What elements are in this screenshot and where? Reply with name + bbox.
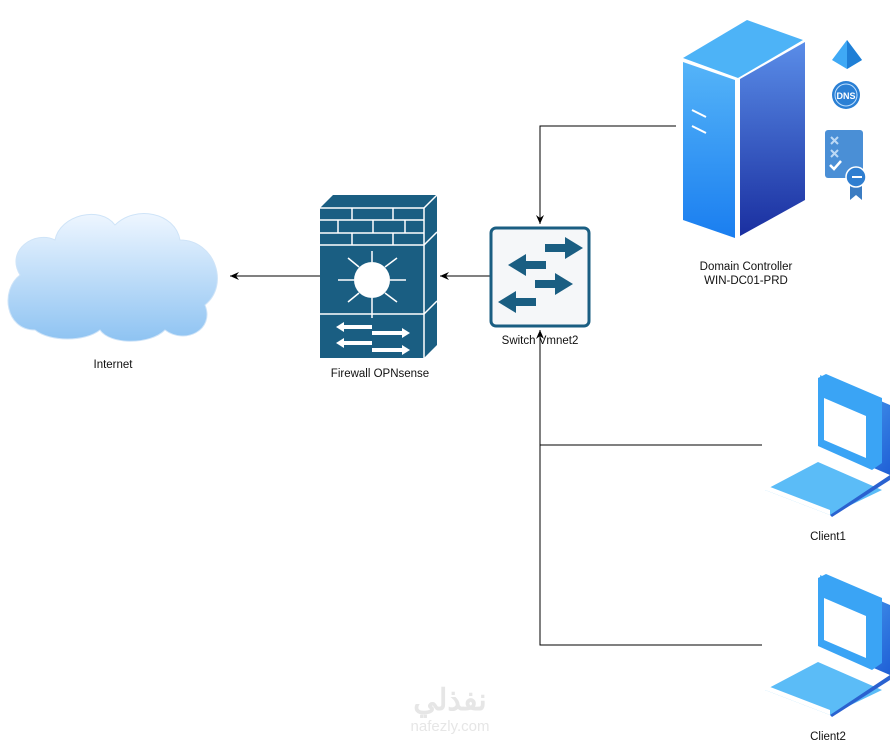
edge-client2-to-switch: [539, 445, 762, 646]
firewall-icon[interactable]: [320, 194, 438, 358]
dns-icon: DNS: [832, 81, 860, 109]
firewall-label: Firewall OPNsense: [330, 368, 430, 380]
laptop-icon-client1[interactable]: [765, 374, 890, 517]
watermark: نفذلي nafezly.com: [411, 684, 490, 736]
dc-label-line2: WIN-DC01-PRD: [704, 275, 788, 287]
edge-dc-to-switch: [536, 125, 676, 224]
certificate-icon: [825, 130, 867, 200]
watermark-latin: nafezly.com: [410, 718, 490, 735]
watermark-arabic: نفذلي: [413, 684, 487, 717]
domain-controller-label: Domain Controller WIN-DC01-PRD: [700, 260, 793, 288]
dc-label-line1: Domain Controller: [699, 261, 793, 273]
internet-label: Internet: [93, 359, 133, 371]
server-icon[interactable]: [683, 20, 805, 238]
client1-label: Client1: [810, 531, 846, 543]
active-directory-icon: [832, 40, 862, 69]
client2-label: Client2: [810, 731, 846, 743]
switch-icon[interactable]: [489, 226, 591, 328]
dns-badge-text: DNS: [836, 91, 855, 101]
switch-label: Switch Vmnet2: [501, 335, 579, 347]
edges: [230, 125, 762, 646]
laptop-icon-client2[interactable]: [765, 574, 890, 717]
cloud-icon[interactable]: [7, 213, 218, 342]
